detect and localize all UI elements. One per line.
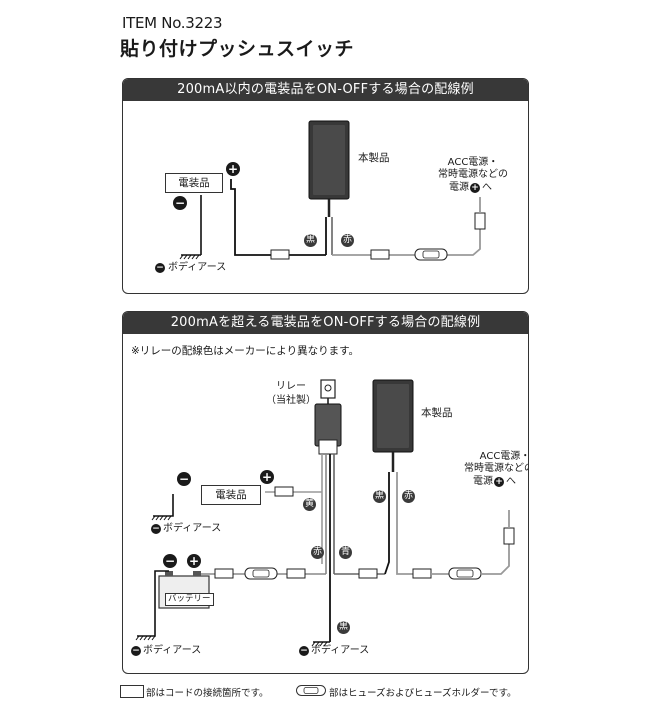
connector [286, 568, 306, 579]
connector [412, 568, 432, 579]
connector [474, 212, 486, 230]
push-switch-face [377, 384, 409, 448]
diagram1-wiring [179, 120, 486, 261]
acc-label-line1: ACC電源・ [447, 157, 499, 168]
diagram2-banner: 200mAを超える電装品をON-OFFする場合の配線例 [123, 312, 528, 334]
connector [503, 527, 515, 545]
push-switch-face [313, 125, 345, 195]
red-wire-tag: 赤 [402, 490, 415, 503]
acc-label-line3: 電源 [449, 182, 469, 193]
diagram1-banner: 200mA以内の電装品をON-OFFする場合の配線例 [123, 79, 528, 101]
blue-wire-tag: 青 [339, 546, 352, 559]
connector [214, 568, 234, 579]
battery-label: バッテリー [165, 593, 214, 606]
connector-legend-icon [120, 685, 144, 698]
relay-label-line2: （当社製） [266, 395, 316, 406]
body-earth-label: ボディアース [163, 523, 222, 534]
body-earth-label: ボディアース [311, 645, 370, 656]
electrical-load-box: 電装品 [165, 173, 223, 193]
acc-label-line3: 電源 [473, 476, 493, 487]
minus-terminal-icon: − [151, 524, 161, 534]
wiring-diagram-relay: 200mAを超える電装品をON-OFFする場合の配線例 ※リレーの配線色はメーカ… [122, 311, 529, 674]
minus-terminal-icon: − [155, 263, 165, 273]
plus-terminal-icon: + [470, 183, 480, 193]
yellow-wire-tag: 黄 [303, 498, 316, 511]
switch-label: 本製品 [421, 407, 453, 419]
black-wire-tag: 黒 [337, 621, 350, 634]
connector [358, 568, 378, 579]
plus-terminal-icon: + [494, 477, 504, 487]
minus-terminal-icon: − [131, 646, 141, 656]
item-number: ITEM No.3223 [122, 14, 223, 32]
acc-label-line2: 常時電源などの [438, 169, 508, 180]
product-title: 貼り付けプッシュスイッチ [120, 38, 355, 60]
electrical-load-label: 電装品 [178, 177, 210, 189]
acc-label-line3-tail: へ [506, 476, 516, 487]
connector [270, 249, 290, 260]
minus-terminal-icon: − [173, 196, 187, 210]
black-wire-tag: 黒 [304, 234, 317, 247]
acc-label-line3-tail: へ [482, 182, 492, 193]
minus-terminal-icon: − [177, 472, 191, 486]
fuse-legend-text: 部はヒューズおよびヒューズホルダーです。 [329, 688, 517, 699]
black-wire-tag: 黒 [373, 490, 386, 503]
body-earth-label: ボディアース [168, 262, 227, 273]
body-earth-label: ボディアース [143, 645, 202, 656]
connector-legend-text: 部はコードの接続箇所です。 [146, 688, 269, 699]
minus-terminal-icon: − [163, 554, 177, 568]
electrical-load-label: 電装品 [215, 489, 247, 501]
fuse-legend-icon [296, 685, 326, 696]
wiring-diagram-basic: 200mA以内の電装品をON-OFFする場合の配線例 [122, 78, 529, 294]
switch-red-wire [396, 472, 423, 575]
electrical-load-box: 電装品 [201, 485, 261, 505]
red-wire-tag: 赤 [311, 546, 324, 559]
acc-label-line1: ACC電源・ [479, 451, 529, 462]
acc-label-line2: 常時電源などの [464, 463, 529, 474]
plus-terminal-icon: + [260, 470, 274, 484]
diagram2-wiring [135, 379, 515, 647]
plus-terminal-icon: + [187, 554, 201, 568]
connector [274, 486, 294, 497]
red-wire-tag: 赤 [341, 234, 354, 247]
relay-note: ※リレーの配線色はメーカーにより異なります。 [131, 345, 360, 357]
switch-black-wire [384, 472, 390, 575]
relay-label-line1: リレー [276, 381, 306, 392]
connector [370, 249, 390, 260]
plus-terminal-icon: + [226, 162, 240, 176]
minus-terminal-icon: − [299, 646, 309, 656]
switch-label: 本製品 [358, 152, 390, 164]
